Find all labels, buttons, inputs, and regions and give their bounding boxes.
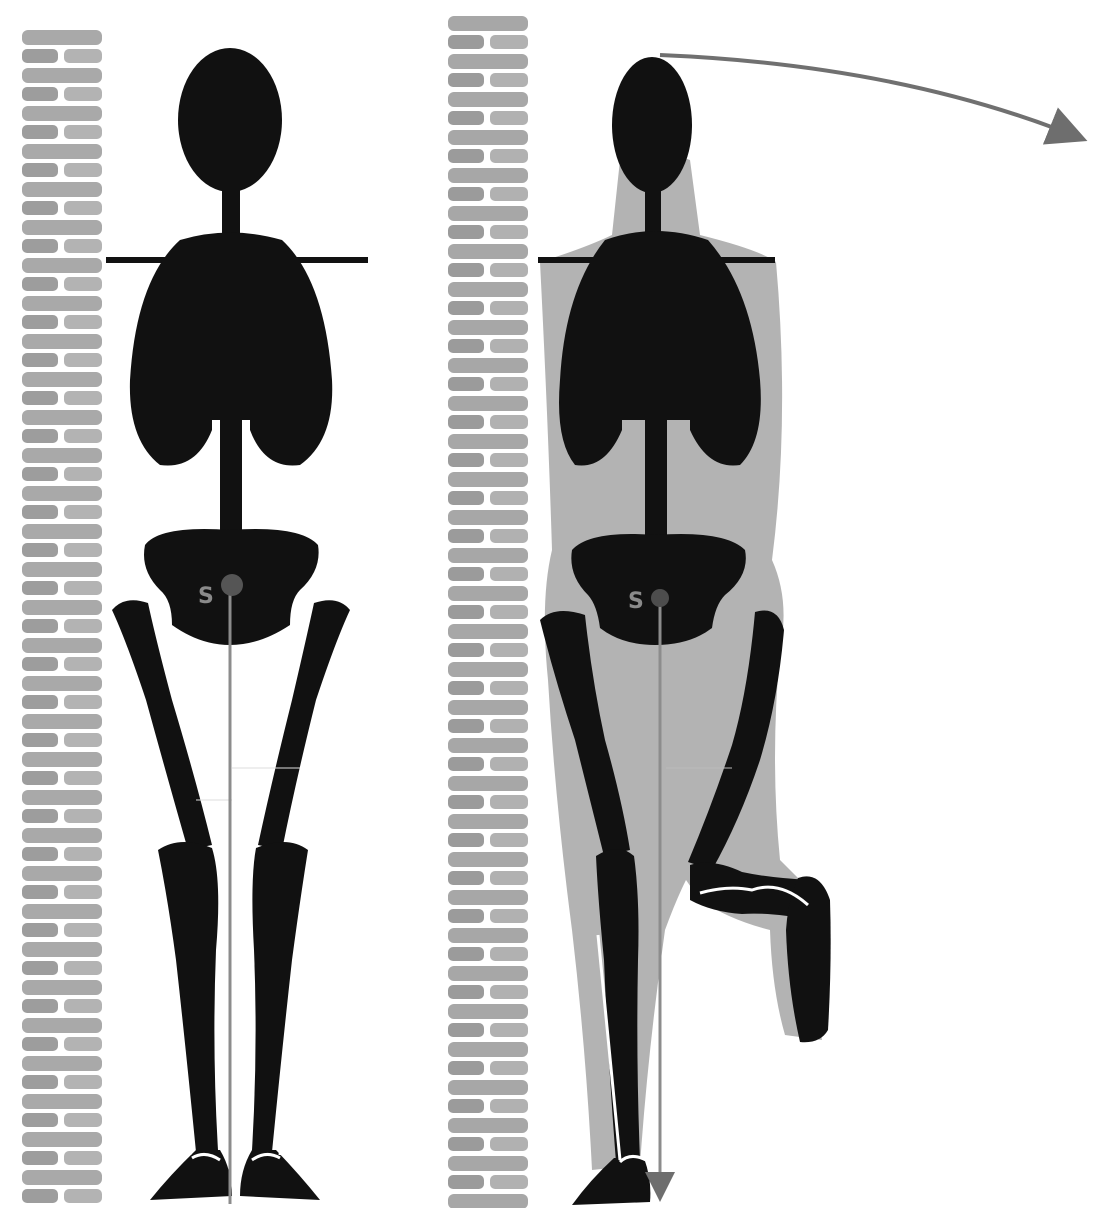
sway-arrow	[660, 55, 1080, 138]
skull-right	[612, 57, 692, 193]
right-brick-wall	[446, 14, 532, 1208]
center-label-left: S	[198, 584, 214, 609]
standing-foot	[572, 1158, 650, 1205]
lumbar-spine	[220, 420, 242, 535]
left-tibia	[158, 842, 218, 1152]
lumbar-spine-right	[645, 420, 667, 540]
center-of-gravity-left	[221, 574, 243, 596]
left-foot	[150, 1150, 232, 1200]
center-of-gravity-right	[651, 589, 669, 607]
figure-one-leg	[538, 55, 1080, 1205]
left-brick-wall	[20, 28, 106, 1208]
skull	[178, 48, 282, 192]
center-label-right: S	[628, 589, 644, 614]
right-femur	[258, 600, 350, 850]
